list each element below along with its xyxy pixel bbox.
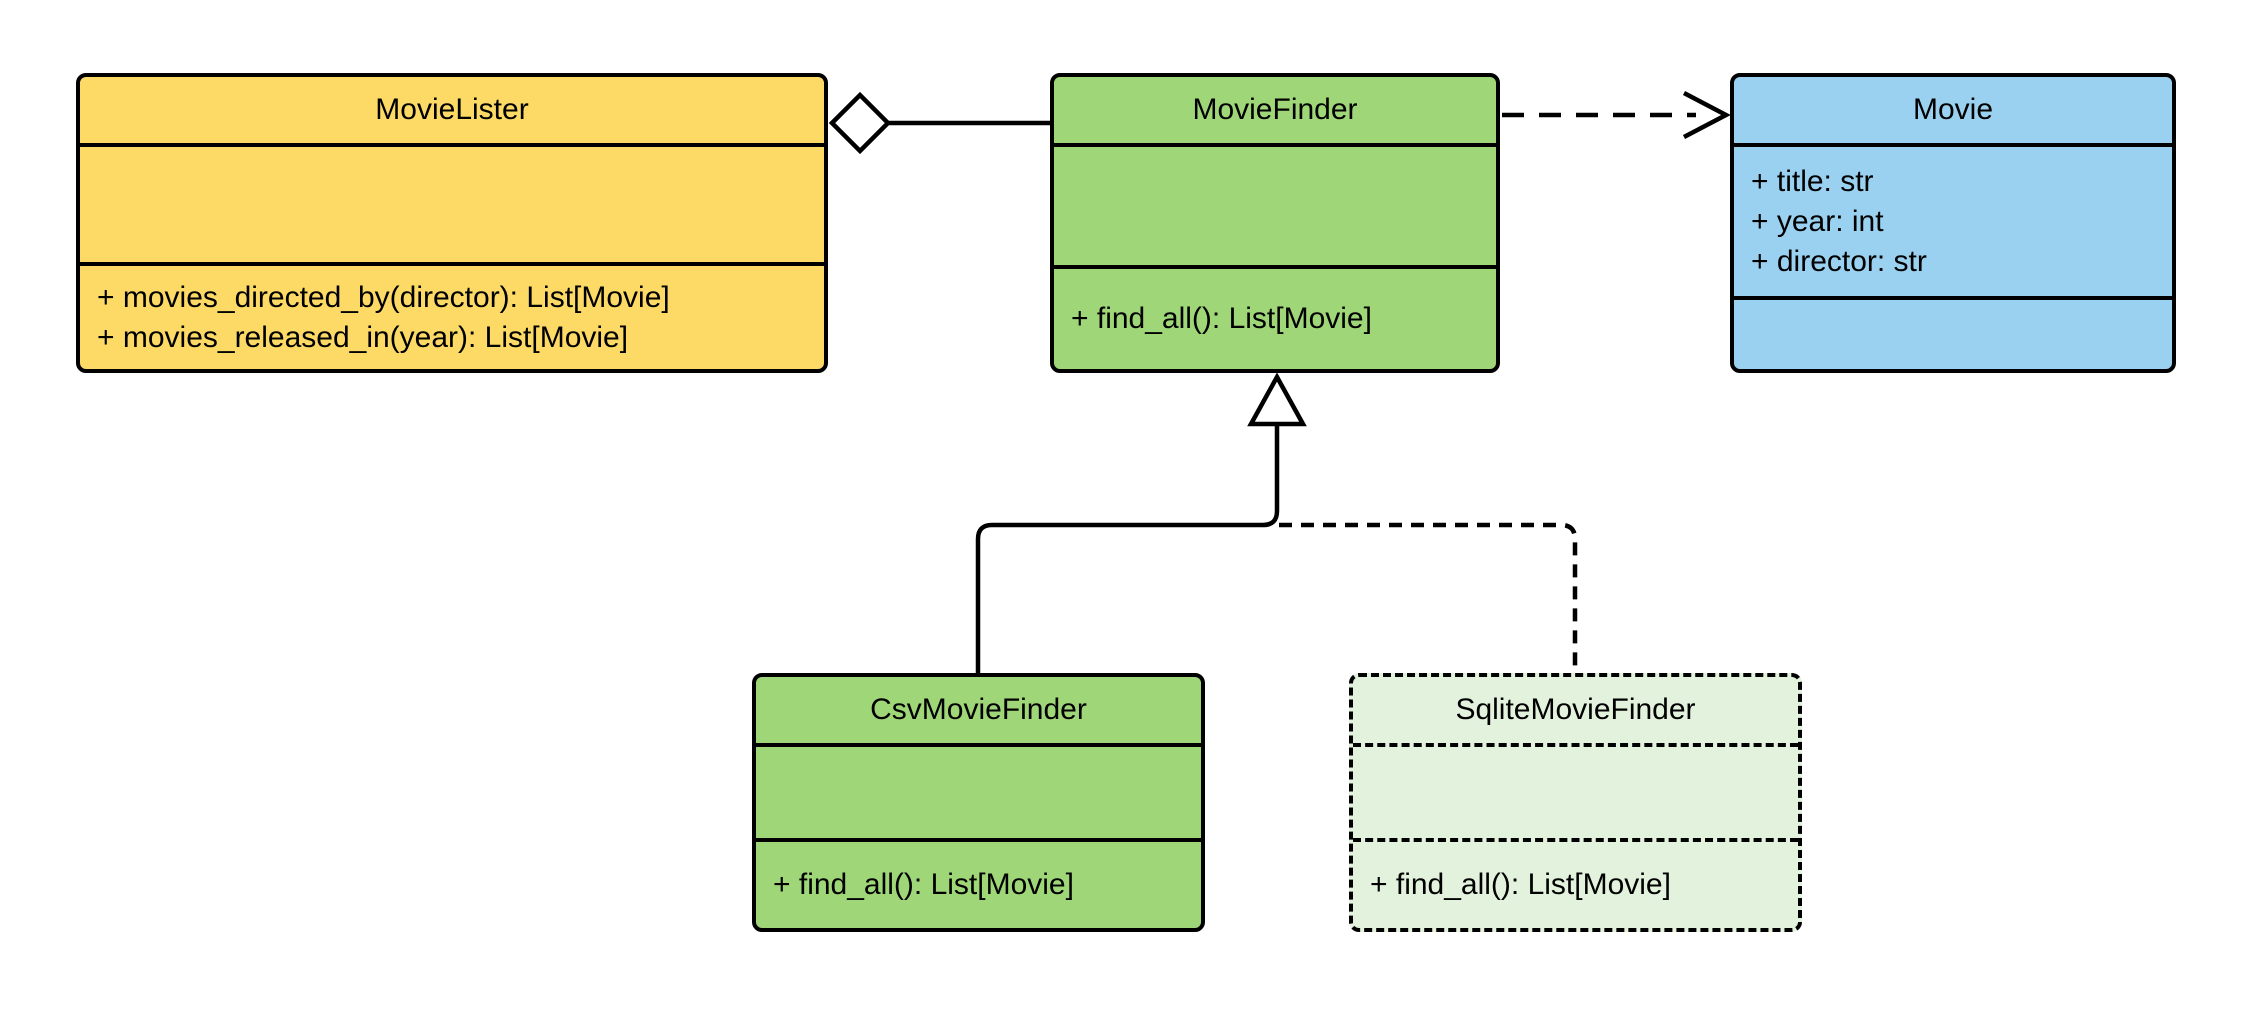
methods-compartment: + find_all(): List[Movie] — [1054, 265, 1496, 369]
class-movielister: MovieLister + movies_directed_by(directo… — [76, 73, 828, 373]
open-arrowhead-icon — [1682, 91, 1731, 139]
class-sqlitemoviefinder: SqliteMovieFinder + find_all(): List[Mov… — [1349, 673, 1802, 932]
class-movie: Movie + title: str + year: int + directo… — [1730, 73, 2176, 373]
generalization-solid-connector — [975, 372, 1307, 673]
attributes-compartment: + title: str + year: int + director: str — [1734, 143, 2172, 296]
method: + find_all(): List[Movie] — [773, 868, 1074, 901]
method: + movies_directed_by(director): List[Mov… — [97, 280, 670, 314]
class-title: Movie — [1912, 93, 1994, 126]
methods-compartment: + find_all(): List[Movie] — [756, 838, 1201, 928]
class-title: SqliteMovieFinder — [1455, 693, 1696, 726]
attribute: + year: int — [1751, 204, 1884, 238]
class-title: MovieFinder — [1192, 93, 1358, 126]
dependency-connector — [1502, 91, 1731, 139]
generalization-dashed-connector — [1279, 522, 1578, 671]
methods-compartment: + movies_directed_by(director): List[Mov… — [80, 262, 824, 369]
attribute: + title: str — [1751, 164, 1874, 198]
class-moviefinder: MovieFinder + find_all(): List[Movie] — [1050, 73, 1500, 373]
attributes-compartment — [1353, 743, 1798, 838]
hollow-triangle-icon — [1247, 372, 1307, 427]
hollow-diamond-icon — [828, 91, 892, 155]
attribute: + director: str — [1751, 244, 1927, 278]
methods-compartment — [1734, 296, 2172, 369]
method: + movies_released_in(year): List[Movie] — [97, 320, 629, 354]
class-title: CsvMovieFinder — [870, 693, 1087, 726]
class-title: MovieLister — [375, 93, 529, 126]
method: + find_all(): List[Movie] — [1071, 302, 1372, 335]
attributes-compartment — [1054, 143, 1496, 265]
method: + find_all(): List[Movie] — [1370, 868, 1671, 901]
class-csvmoviefinder: CsvMovieFinder + find_all(): List[Movie] — [752, 673, 1205, 932]
methods-compartment: + find_all(): List[Movie] — [1353, 838, 1798, 928]
attributes-compartment — [756, 743, 1201, 838]
aggregation-connector — [828, 91, 1050, 155]
attributes-compartment — [80, 143, 824, 262]
